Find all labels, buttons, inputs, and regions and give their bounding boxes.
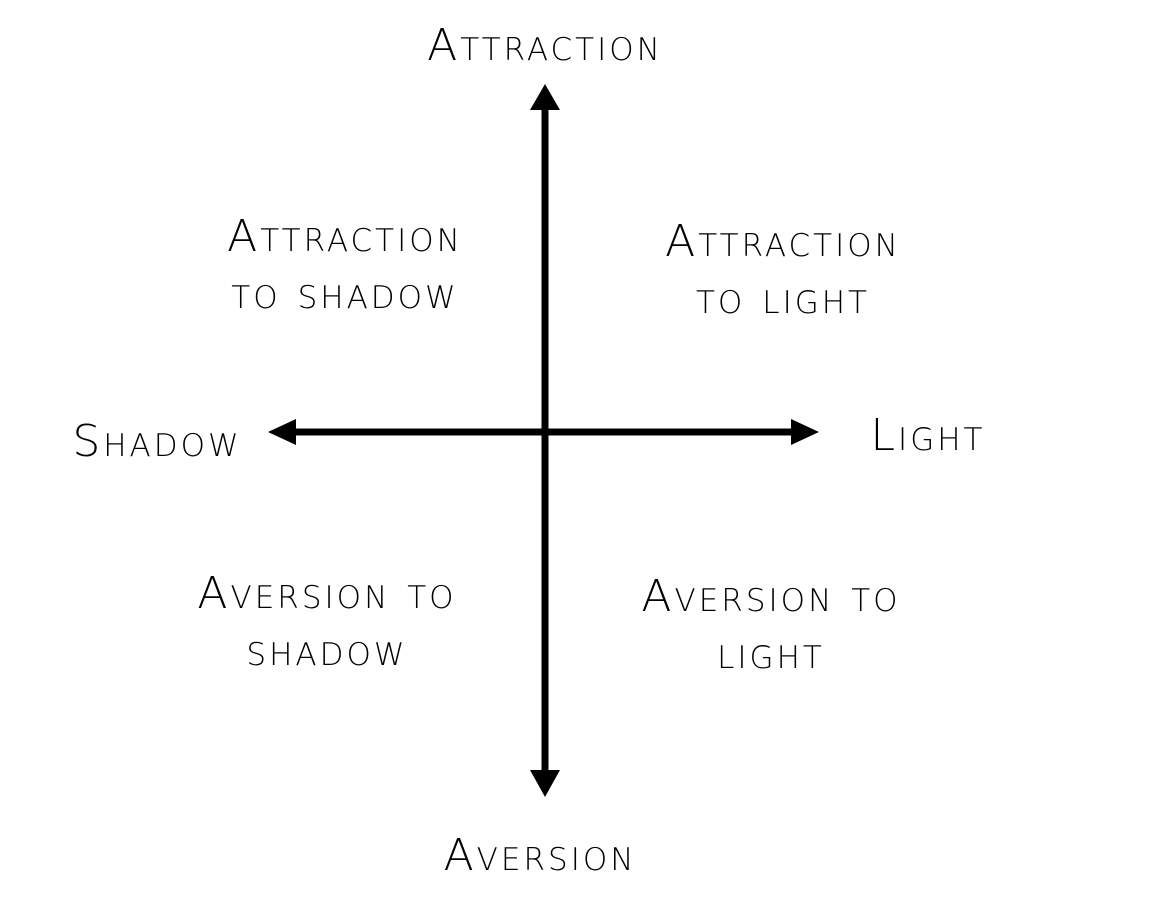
quadrant-attraction-to-light: Attraction to light (665, 213, 901, 327)
axis-label-bottom: Aversion (443, 830, 637, 881)
quadrant-aversion-to-shadow: Aversion to shadow (197, 565, 456, 679)
axis-label-left: Shadow (72, 416, 242, 467)
arrow-right-icon (791, 419, 819, 445)
arrow-up-icon (530, 84, 560, 110)
quadrant-line: shadow (246, 625, 408, 676)
quadrant-line: Aversion to (197, 568, 457, 619)
quadrant-line: Attraction (227, 211, 463, 262)
quadrant-line: light (717, 628, 825, 679)
quadrant-line: Attraction (665, 216, 901, 267)
arrow-left-icon (268, 419, 296, 445)
quadrant-attraction-to-shadow: Attraction to shadow (227, 208, 463, 322)
quadrant-line: to light (695, 273, 870, 324)
quadrant-line: Aversion to (641, 571, 901, 622)
axis-label-top: Attraction (427, 20, 663, 71)
arrow-down-icon (530, 770, 560, 797)
axis-label-right: Light (870, 410, 986, 461)
quadrant-line: to shadow (231, 268, 459, 319)
quadrant-aversion-to-light: Aversion to light (641, 568, 900, 682)
